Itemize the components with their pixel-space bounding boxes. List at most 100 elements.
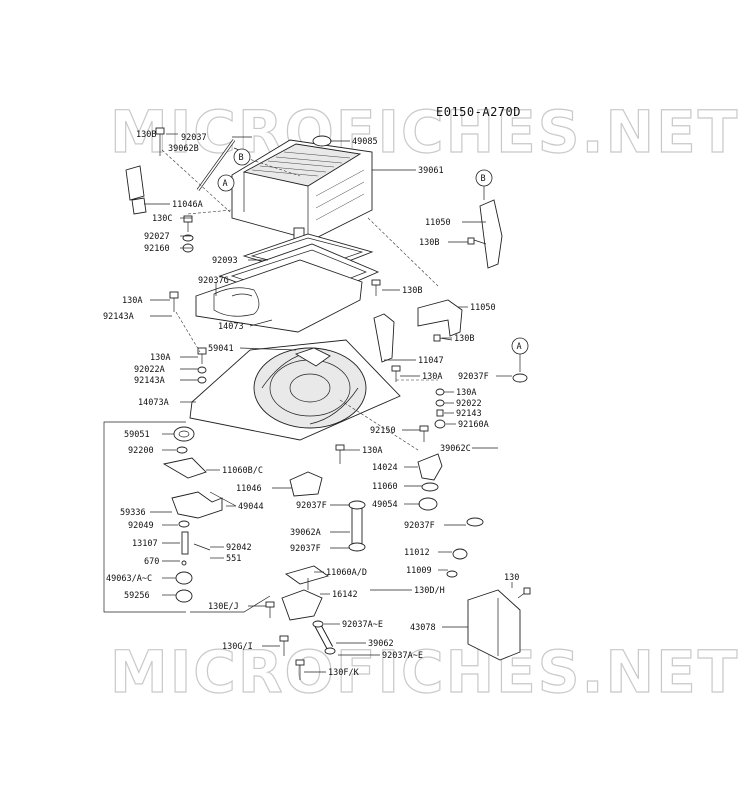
label-39061: 39061: [418, 166, 444, 176]
label-14073A: 14073A: [138, 398, 169, 408]
label-11060BC: 11060B/C: [222, 466, 263, 476]
label-92037A-1: 92037A~E: [342, 620, 383, 630]
label-92037F-1: 92037F: [458, 372, 489, 382]
leader-lines: [144, 133, 513, 673]
label-130A-4: 130A: [456, 388, 476, 398]
label-59256: 59256: [124, 591, 150, 601]
label-92200: 92200: [128, 446, 154, 456]
group-bracket: [103, 421, 186, 613]
cap-11012: [452, 548, 468, 560]
assembly-dashes: [161, 149, 439, 451]
label-92037F-3: 92037F: [404, 521, 435, 531]
label-130: 130: [504, 573, 519, 583]
label-130FK: 130F/K: [328, 668, 360, 678]
label-13107: 13107: [132, 539, 158, 549]
bracket-11046a-part: [125, 165, 147, 215]
callout-b-1: B: [233, 148, 251, 166]
callout-a-2: A: [511, 337, 529, 355]
label-130DH: 130D/H: [414, 586, 445, 596]
label-11050-top: 11050: [425, 218, 451, 228]
label-11012: 11012: [404, 548, 430, 558]
watermark-bottom: MICROFICHES.NET: [110, 638, 739, 706]
bracket-11050b-part: [417, 299, 463, 337]
label-11046A: 11046A: [172, 200, 203, 210]
label-11050-mid: 11050: [470, 303, 496, 313]
cover-11046-part: [289, 471, 323, 497]
label-39062B: 39062B: [168, 144, 199, 154]
label-92037G: 92037G: [198, 276, 229, 286]
label-43078: 43078: [410, 623, 436, 633]
label-92143A-1: 92143A: [103, 312, 134, 322]
pump-body-part: [171, 491, 223, 519]
label-92022: 92022: [456, 399, 482, 409]
bracket-11050-part: [479, 199, 503, 269]
label-92022A: 92022A: [134, 365, 165, 375]
svg-text:B: B: [239, 153, 244, 163]
label-551: 551: [226, 554, 241, 564]
gear-59051-part: [173, 426, 195, 442]
reserve-tank-part: [446, 548, 521, 661]
watermark-top: MICROFICHES.NET: [110, 98, 739, 166]
label-92160: 92160: [144, 244, 170, 254]
label-16142: 16142: [332, 590, 358, 600]
label-130A-3: 130A: [422, 372, 442, 382]
label-92027: 92027: [144, 232, 170, 242]
label-59336: 59336: [120, 508, 146, 518]
thermostat-housing-part: [417, 453, 443, 481]
callout-b-2: B: [475, 169, 493, 187]
label-92037F-2: 92037F: [296, 501, 327, 511]
cover-11060bc-part: [162, 457, 207, 479]
hose-clamp-b: [466, 517, 484, 527]
gasket-49054: [418, 497, 438, 511]
label-11047: 11047: [418, 356, 444, 366]
svg-text:A: A: [223, 179, 228, 189]
label-92093: 92093: [212, 256, 238, 266]
label-14024: 14024: [372, 463, 398, 473]
label-11009: 11009: [406, 566, 432, 576]
label-11060AD: 11060A/D: [326, 568, 367, 578]
hose-39062a: [351, 505, 363, 545]
label-92143A-2: 92143A: [134, 376, 165, 386]
svg-text:B: B: [481, 174, 486, 184]
fan-housing-part: [189, 339, 401, 441]
label-39062: 39062: [368, 639, 394, 649]
label-92143: 92143: [456, 409, 482, 419]
label-49063: 49063/A~C: [106, 574, 152, 584]
label-92049: 92049: [128, 521, 154, 531]
cover-11060ad-part: [284, 565, 330, 585]
label-130B: 130B: [136, 130, 156, 140]
label-59051: 59051: [124, 430, 150, 440]
duct-part: [195, 259, 363, 333]
bracket-11047-part: [373, 313, 395, 363]
label-39062C: 39062C: [440, 444, 471, 454]
washer-92200: [176, 446, 188, 454]
label-11060: 11060: [372, 482, 398, 492]
diagram-code: E0150-A270D: [436, 105, 521, 119]
label-92037A-2: 92037A~E: [382, 651, 423, 661]
label-59041: 59041: [208, 344, 234, 354]
part-labels: 130B 92037 39062B 49085 39061 11046A 130…: [103, 130, 519, 678]
callout-a-1: A: [217, 174, 235, 192]
label-130B-r1: 130B: [419, 238, 439, 248]
label-92037: 92037: [181, 133, 207, 143]
label-130GI: 130G/I: [222, 642, 253, 652]
label-670: 670: [144, 557, 159, 567]
hose-clamp-a: [512, 373, 528, 383]
label-130B-mid: 130B: [402, 286, 422, 296]
label-92160A: 92160A: [458, 420, 489, 430]
label-130A-5: 130A: [362, 446, 382, 456]
label-92037F-4: 92037F: [290, 544, 321, 554]
label-49085: 49085: [352, 137, 378, 147]
label-92042: 92042: [226, 543, 252, 553]
label-39062A: 39062A: [290, 528, 321, 538]
label-49044: 49044: [238, 502, 264, 512]
housing-16142-part: [281, 589, 323, 621]
gasket-11009: [446, 570, 458, 578]
label-130A-2: 130A: [150, 353, 170, 363]
svg-text:A: A: [517, 342, 522, 352]
label-130B-r2: 130B: [454, 334, 474, 344]
label-11046: 11046: [236, 484, 262, 494]
label-130A-1: 130A: [122, 296, 142, 306]
label-49054: 49054: [372, 500, 398, 510]
